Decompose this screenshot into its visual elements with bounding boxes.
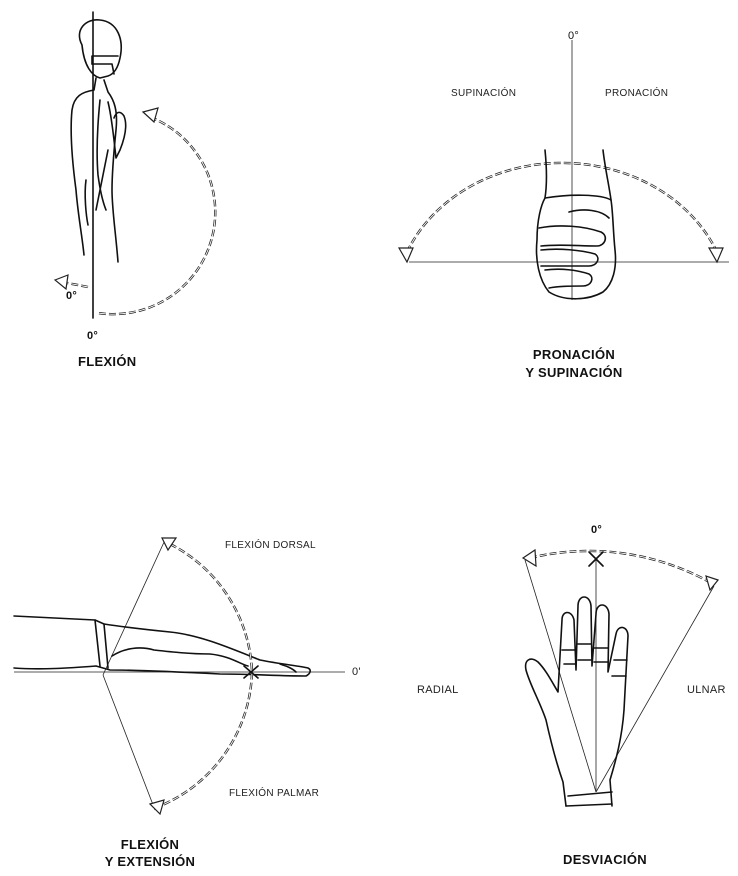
deviation-panel: 0° RADIAL ULNAR DESVIACIÓN	[380, 480, 738, 876]
shoulder-flexion-figure	[0, 0, 369, 400]
deviation-arc	[530, 551, 713, 584]
dorsal-flexion-label: FLEXIÓN DORSAL	[225, 540, 316, 551]
arc-arrow-left	[55, 275, 68, 289]
wrist-flexion-extension-panel: FLEXIÓN DORSAL FLEXIÓN PALMAR 0' FLEXIÓN…	[0, 480, 380, 876]
deviation-title: DESVIACIÓN	[540, 852, 670, 867]
deviation-figure	[380, 480, 738, 876]
head	[79, 20, 121, 78]
palmar-ray	[103, 675, 155, 810]
supination-label: SUPINACIÓN	[451, 88, 516, 99]
forearm-title-line1: PRONACIÓN	[499, 347, 649, 362]
radial-label: RADIAL	[417, 684, 459, 696]
radial-ray	[525, 560, 596, 792]
shoulder-flexion-panel: 0° 0° FLEXIÓN	[0, 0, 369, 400]
arc-arrow-left	[523, 550, 536, 566]
forearm	[108, 102, 126, 158]
arc-arrow-top	[162, 538, 176, 550]
wrist-title-line1: FLEXIÓN	[90, 837, 210, 852]
shoulder-zero-label-bottom: 0°	[87, 330, 98, 342]
rotation-arc	[407, 163, 717, 252]
pronation-supination-figure	[369, 0, 738, 400]
wrist-zero-label: 0'	[352, 666, 361, 678]
forearm-right	[603, 150, 611, 200]
forearm-zero-label: 0°	[568, 30, 579, 42]
arc-arrow-right	[709, 248, 723, 262]
ulnar-label: ULNAR	[687, 684, 726, 696]
pronation-supination-panel: 0° SUPINACIÓN PRONACIÓN PRONACIÓN Y SUPI…	[369, 0, 738, 400]
shoulder-title: FLEXIÓN	[78, 354, 136, 369]
hand-outline	[526, 597, 628, 806]
pronation-label: PRONACIÓN	[605, 88, 668, 99]
forearm-title-line2: Y SUPINACIÓN	[499, 365, 649, 380]
forearm-left	[545, 150, 547, 198]
flexion-arc	[98, 117, 215, 314]
hand-side-profile	[14, 616, 310, 676]
wrist-flexion-figure	[0, 480, 380, 876]
torso-front	[104, 80, 118, 262]
shoulder-zero-label-top: 0°	[66, 290, 77, 302]
palmar-flexion-label: FLEXIÓN PALMAR	[229, 788, 319, 799]
dorsal-ray	[103, 540, 165, 675]
arc-arrow-left	[399, 248, 413, 262]
wrist-title-line2: Y EXTENSIÓN	[90, 854, 210, 869]
arc-arrow-right	[706, 576, 718, 590]
deviation-zero-label: 0°	[591, 524, 602, 536]
